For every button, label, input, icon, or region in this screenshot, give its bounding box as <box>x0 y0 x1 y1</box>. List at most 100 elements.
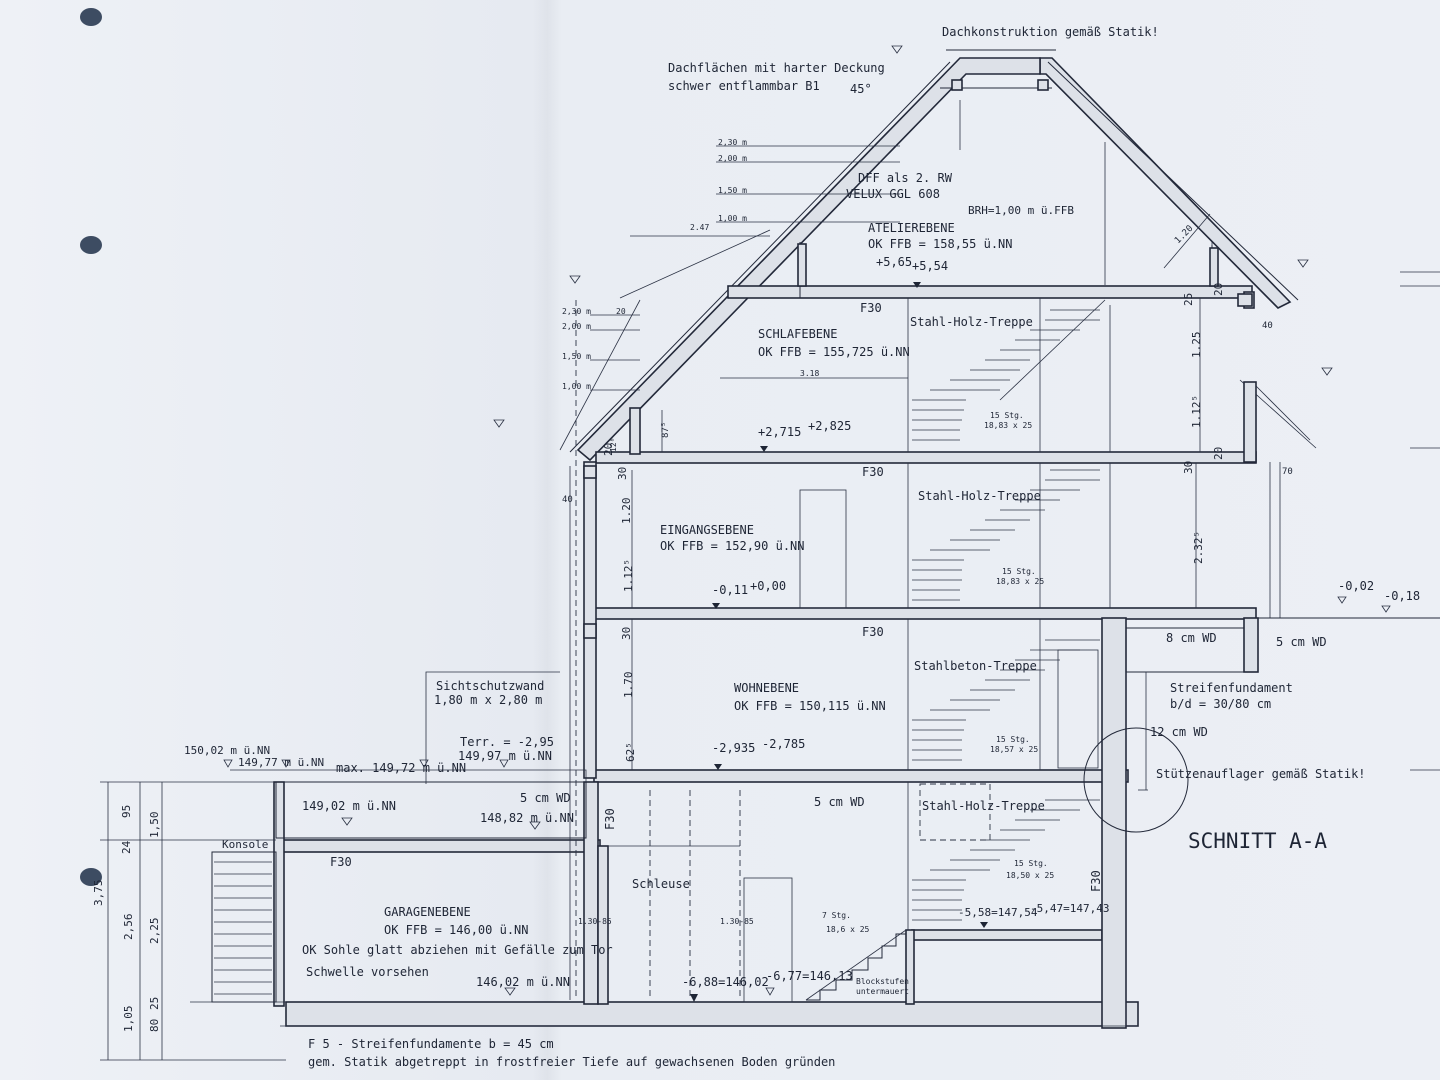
level-markers <box>223 45 1391 1002</box>
roof-dim-40: 40 <box>1262 321 1273 331</box>
roof-window-1: DFF als 2. RW <box>858 171 953 185</box>
vertical-dim: 95 <box>120 805 133 818</box>
level-schlaf-ok: OK FFB = 155,725 ü.NN <box>758 345 910 359</box>
insulation-5cm-left: 5 cm WD <box>520 791 571 805</box>
roof-dim-70: 70 <box>1282 467 1293 477</box>
stair-1 <box>907 298 1111 452</box>
vertical-dim: 80 <box>148 1019 161 1032</box>
height-mark: 1,00 m <box>562 382 591 391</box>
dimension: 20 <box>602 443 615 456</box>
roof-structure <box>559 49 1317 462</box>
stair-1-size: 18,83 x 25 <box>984 421 1032 430</box>
elevation-max: max. 149,72 m ü.NN <box>336 761 466 775</box>
stair-3-name: Stahlbeton-Treppe <box>914 659 1037 673</box>
column-support-note: Stützenauflager gemäß Statik! <box>1156 767 1366 781</box>
detail-circle <box>1083 727 1189 833</box>
level-garage-ok: OK FFB = 146,00 ü.NN <box>384 923 529 937</box>
dimension: 1.20 <box>620 498 633 525</box>
dimension: 2.47 <box>690 223 709 232</box>
level-wohn-e1: -2,935 <box>712 741 755 755</box>
roof-covering-note-2: schwer entflammbar B1 <box>668 79 820 93</box>
dimension: 12⁸ <box>609 438 618 452</box>
level-eingang-ok: OK FFB = 152,90 ü.NN <box>660 539 805 553</box>
level-atelier-ok: OK FFB = 158,55 ü.NN <box>868 237 1013 251</box>
level-garage-name: GARAGENEBENE <box>384 905 471 919</box>
strip-foundation-size: b/d = 30/80 cm <box>1170 697 1271 711</box>
insulation-12cm: 12 cm WD <box>1150 725 1208 739</box>
dimension: 20 <box>1212 283 1225 296</box>
height-mark: 2,00 m <box>562 322 591 331</box>
punch-hole <box>80 8 102 26</box>
basement-elevation: -5,58=147,54 <box>958 906 1038 919</box>
slab-base <box>285 1001 1139 1027</box>
elevation-right: -0,02 <box>1338 579 1374 593</box>
level-atelier-name: ATELIEREBENE <box>868 221 955 235</box>
door-label: 1.30-85 <box>578 917 612 926</box>
height-mark: 1,00 m <box>718 214 747 223</box>
roof-construction-note: Dachkonstruktion gemäß Statik! <box>942 25 1159 39</box>
level-wohn-name: WOHNEBENE <box>734 681 799 695</box>
terrace-elevation-nn: 149,97 m ü.NN <box>458 749 552 763</box>
dimension: 25 <box>1182 293 1195 306</box>
stair-5 <box>805 929 907 1001</box>
basement-elevation: -5,47=147,43 <box>1030 902 1109 915</box>
roof-brh: BRH=1,00 m ü.FFB <box>968 204 1074 217</box>
level-eingang-name: EINGANGSEBENE <box>660 523 754 537</box>
dimension: 30 <box>1182 461 1195 474</box>
stair-4-size: 18,50 x 25 <box>1006 871 1054 880</box>
elevation-left: 149,02 m ü.NN <box>302 799 396 813</box>
roof-covering-note-1: Dachflächen mit harter Deckung <box>668 61 885 75</box>
dimension: 1.25 <box>1190 332 1203 359</box>
stair-garage <box>214 861 272 995</box>
stair-4-count: 15 Stg. <box>1014 859 1048 868</box>
level-schlaf-e1: +2,715 <box>758 425 801 439</box>
level-eingang-e2: +0,00 <box>750 579 786 593</box>
fire-rating: F30 <box>1089 870 1103 892</box>
privacy-wall: Sichtschutzwand <box>436 679 544 693</box>
level-wohn-ok: OK FFB = 150,115 ü.NN <box>734 699 886 713</box>
console-label: Konsole <box>222 838 268 851</box>
basement-elevation: -6,88=146,02 <box>682 975 769 989</box>
height-mark: 2,30 m <box>718 138 747 147</box>
privacy-wall-size: 1,80 m x 2,80 m <box>434 693 542 707</box>
punch-hole <box>80 236 102 254</box>
slab-wohn <box>593 769 1129 783</box>
slab-basement-step <box>911 929 1103 941</box>
stair-2-size: 18,83 x 25 <box>996 577 1044 586</box>
airlock-label: Schleuse <box>632 877 690 891</box>
roof-angle: 45° <box>850 82 872 96</box>
level-garage-e1: 146,02 m ü.NN <box>476 975 570 989</box>
slab-atelier <box>727 285 1253 299</box>
basement-elevation: -6,77=146,13 <box>766 969 853 983</box>
stair-1-name: Stahl-Holz-Treppe <box>910 315 1033 329</box>
dimension: 3.18 <box>800 369 819 378</box>
vertical-dim: 25 <box>148 997 161 1010</box>
block-steps-2: untermauert <box>856 987 909 996</box>
door-label: 1.30-85 <box>720 917 754 926</box>
vertical-dim: 2,25 <box>148 918 161 945</box>
walls <box>211 242 1259 1029</box>
level-atelier-e2: +5,54 <box>912 259 948 273</box>
foundation-note-1: F 5 - Streifenfundamente b = 45 cm <box>308 1037 554 1051</box>
basement-details <box>190 271 1440 1027</box>
vertical-dim: 24 <box>120 840 133 854</box>
fire-rating: F30 <box>603 808 617 830</box>
fire-rating: F30 <box>860 301 882 315</box>
vertical-dim: 1,05 <box>122 1006 135 1033</box>
dimension: 20 <box>1212 447 1225 460</box>
stair-5-size: 18,6 x 25 <box>826 925 870 934</box>
elevation-left: 148,82 m ü.NN <box>480 811 574 825</box>
dimension: 30 <box>620 627 633 640</box>
height-mark: 2,00 m <box>718 154 747 163</box>
level-wohn-e2: -2,785 <box>762 737 805 751</box>
punch-hole <box>80 868 102 886</box>
dimension: 1.12⁵ <box>1190 395 1203 428</box>
level-garage-note1: OK Sohle glatt abziehen mit Gefälle zum … <box>302 943 613 957</box>
stair-3-size: 18,57 x 25 <box>990 745 1038 754</box>
slab-schlaf <box>595 451 1257 464</box>
fire-rating: F30 <box>862 465 884 479</box>
dimension: 30 <box>616 467 629 480</box>
level-schlaf-e2: +2,825 <box>808 419 851 433</box>
